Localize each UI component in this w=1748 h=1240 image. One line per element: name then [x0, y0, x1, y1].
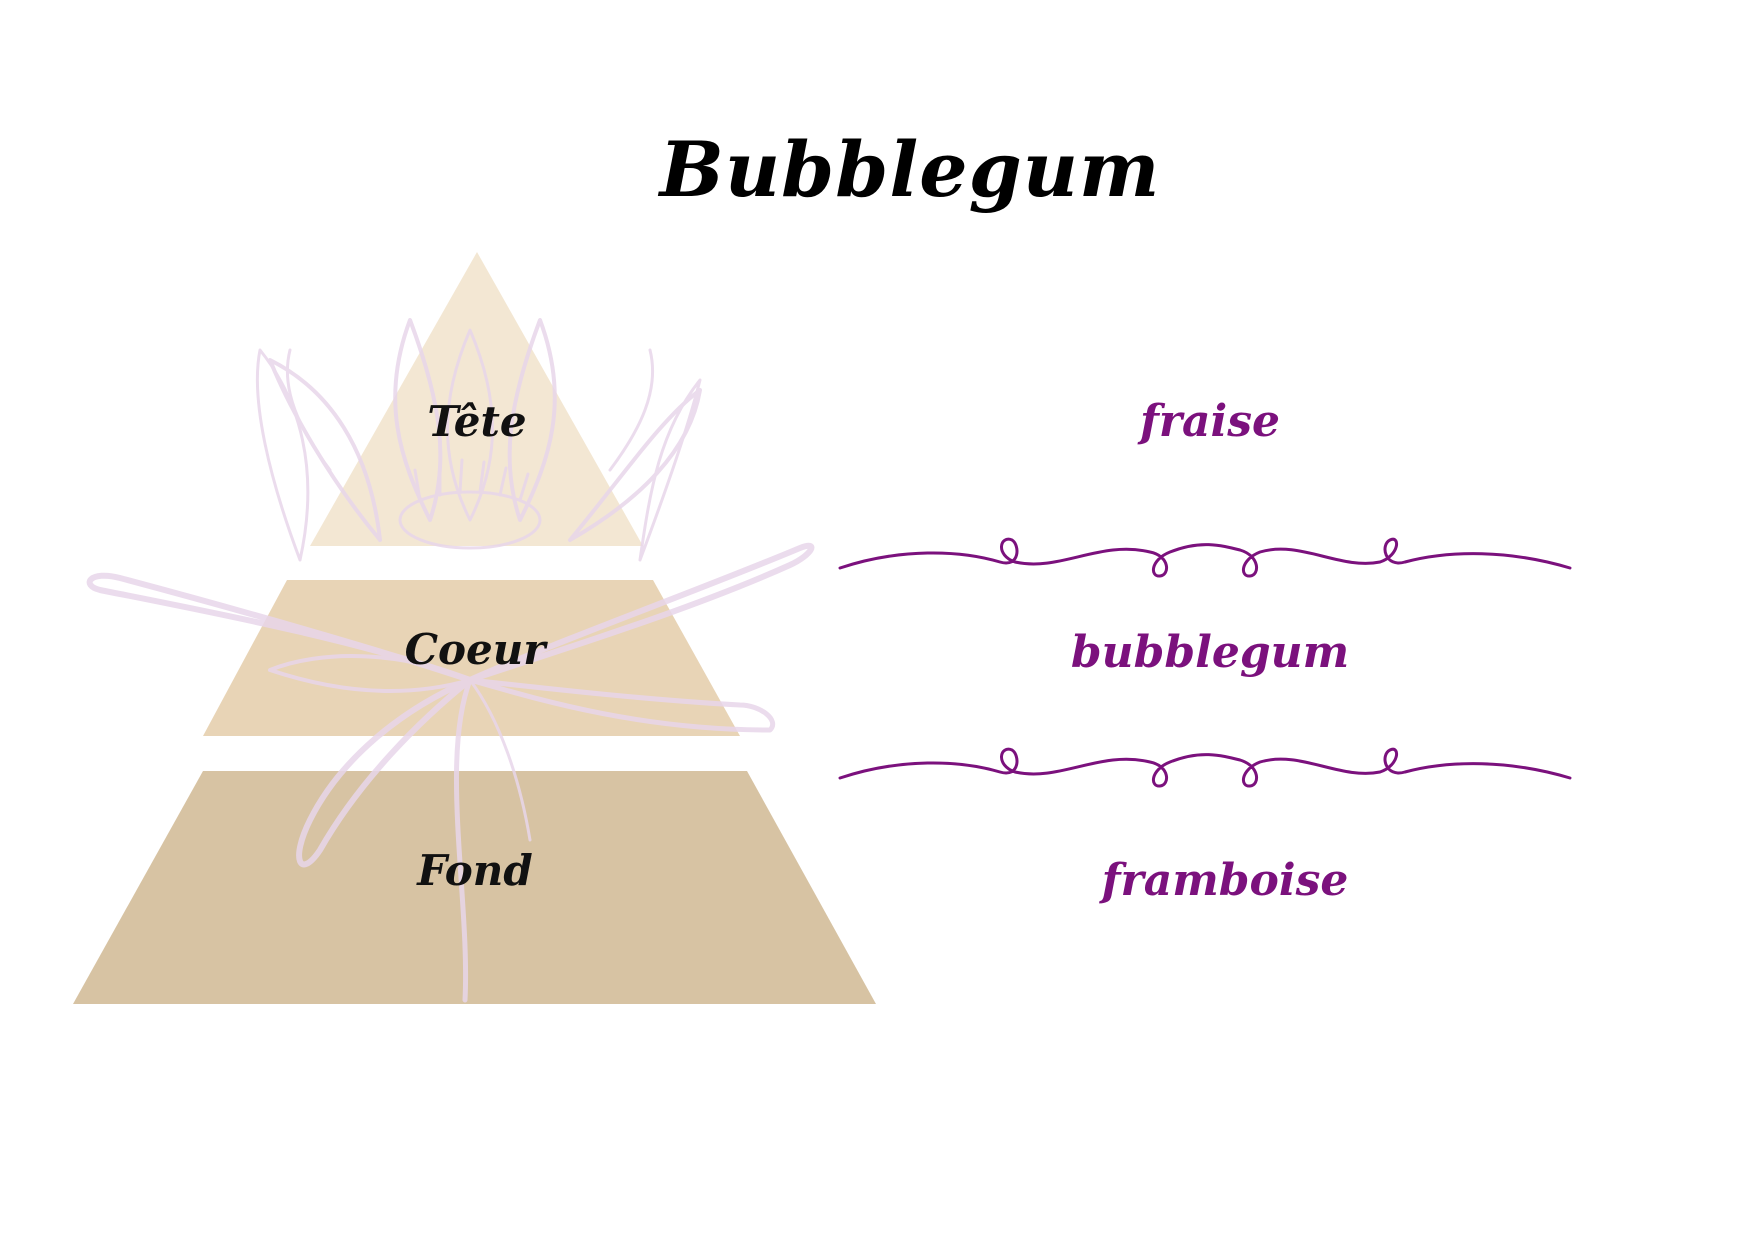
pyramid-tier-bottom [73, 771, 876, 1004]
tier-label-bottom: Fond [417, 846, 533, 895]
note-middle: bubblegum [1070, 627, 1350, 678]
pyramid-tier-middle [203, 580, 740, 736]
page-title: Bubblegum [659, 125, 1161, 214]
pyramid-tier-top [310, 252, 643, 546]
note-top: fraise [1139, 396, 1281, 447]
tier-label-middle: Coeur [404, 625, 546, 674]
note-bottom: framboise [1101, 855, 1349, 906]
swirl-divider-2 [838, 747, 1572, 788]
tier-label-top: Tête [427, 397, 527, 446]
swirl-divider-1 [838, 537, 1572, 578]
lotus-flower-watermark [86, 318, 815, 1003]
